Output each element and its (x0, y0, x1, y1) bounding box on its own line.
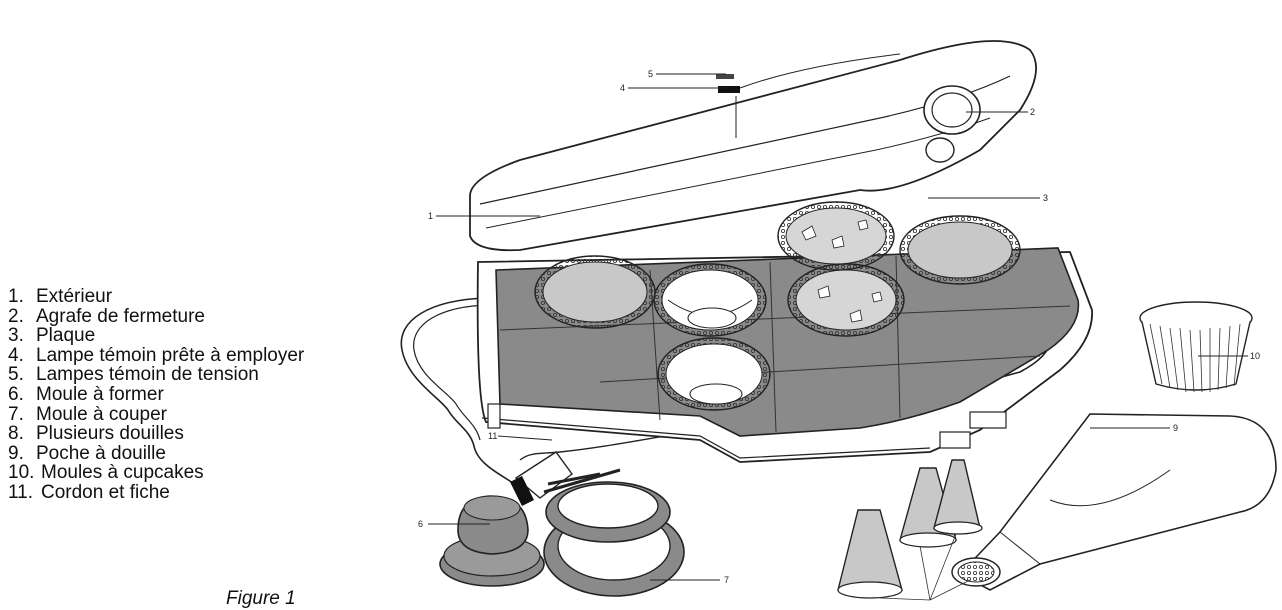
cavity (899, 215, 1021, 285)
legend-item: 6.Moule à former (8, 383, 164, 405)
power-plug (510, 451, 621, 506)
indicator-lamps (716, 74, 740, 93)
legend-item: 8.Plusieurs douilles (8, 423, 184, 445)
callout-9: 9 (1173, 423, 1178, 433)
piping-bag (951, 413, 1277, 591)
forming-mould (439, 495, 545, 587)
callout-11: 11 (488, 431, 497, 441)
callout-3: 3 (1043, 193, 1048, 203)
legend-item: 3.Plaque (8, 325, 96, 347)
cavity (787, 263, 905, 337)
callout-4: 4 (620, 83, 625, 93)
cupcake-liner (1139, 301, 1253, 393)
cavity (534, 255, 656, 329)
leader-lines (428, 73, 1248, 581)
callout-2: 2 (1030, 107, 1035, 117)
callout-6: 6 (418, 519, 423, 529)
legend-item: 5.Lampes témoin de tension (8, 364, 259, 386)
callout-1: 1 (428, 211, 433, 221)
cavity (653, 263, 767, 337)
cavity (777, 201, 895, 271)
callout-5: 5 (648, 69, 653, 79)
latch (923, 85, 981, 163)
legend-item: 4.Lampe témoin prête à employer (8, 344, 305, 366)
callout-10: 10 (1250, 351, 1260, 361)
legend-item: 11.Cordon et fiche (8, 481, 170, 503)
cutting-mould (543, 481, 685, 597)
parts-legend: 1.Extérieur 2.Agrafe de fermeture 3.Plaq… (8, 287, 304, 503)
legend-item: 9.Poche à douille (8, 442, 166, 464)
piping-nozzles (837, 459, 983, 601)
cavity (657, 337, 771, 411)
appliance-lid (469, 40, 1037, 252)
callout-7: 7 (724, 575, 729, 585)
legend-item: 10.Moules à cupcakes (8, 462, 204, 484)
legend-item: 1.Extérieur (8, 286, 113, 307)
legend-item: 7.Moule à couper (8, 403, 167, 425)
figure-caption: Figure 1 (226, 588, 296, 609)
legend-item: 2.Agrafe de fermeture (8, 305, 205, 327)
